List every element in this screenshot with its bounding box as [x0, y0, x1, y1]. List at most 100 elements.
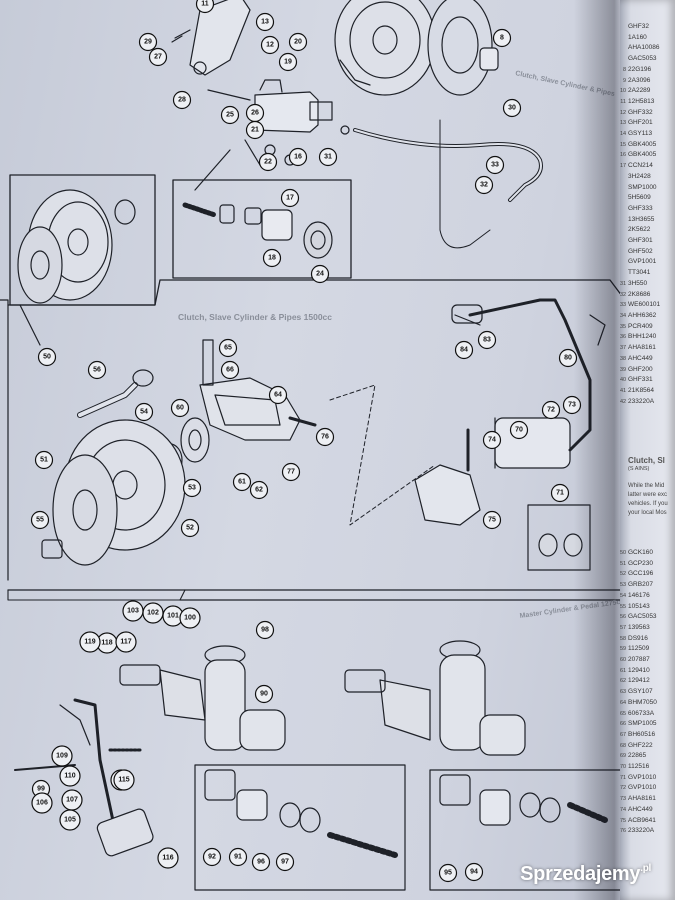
side-text-line: vehicles. If you	[628, 501, 668, 507]
part-code: GVP1010	[628, 784, 657, 792]
callout-circle	[245, 120, 265, 140]
callout-circle	[59, 765, 81, 787]
callout-circle	[37, 347, 57, 367]
callout-circle	[138, 32, 158, 52]
callout-circle	[179, 607, 201, 629]
callout-number: 109	[56, 753, 68, 760]
part-code: GVP1001	[628, 258, 657, 266]
callout-number: 115	[118, 777, 129, 784]
callout-number: 53	[188, 485, 196, 492]
callout-circle	[464, 862, 484, 882]
part-code: AHA8161	[628, 795, 656, 803]
callout-number: 30	[508, 105, 516, 112]
row-index	[620, 247, 626, 258]
part-code: GSY113	[628, 130, 653, 138]
row-index: 59	[620, 646, 627, 653]
part-code: GHF32	[628, 23, 649, 30]
row-index	[620, 257, 626, 268]
row-index: 64	[620, 699, 627, 706]
callout-circle	[79, 631, 101, 653]
row-index	[620, 183, 626, 194]
row-index: 13	[620, 120, 627, 127]
part-code: 139563	[628, 623, 650, 631]
row-index: 52	[620, 571, 627, 578]
callout-number: 117	[120, 639, 131, 646]
row-index: 57	[620, 624, 627, 631]
callout-number: 19	[284, 59, 292, 66]
callout-circle	[180, 518, 200, 538]
callout-number: 33	[491, 162, 499, 169]
callout-number: 73	[568, 402, 576, 409]
row-index: 55	[620, 603, 627, 610]
part-code: GAC5053	[628, 613, 657, 621]
callout-circle	[220, 105, 240, 125]
row-index	[620, 225, 626, 236]
callout-number: 60	[176, 405, 184, 412]
callout-number: 18	[268, 255, 276, 262]
callout-number: 27	[154, 54, 162, 61]
row-index: 34	[620, 312, 627, 319]
callout-number: 65	[224, 345, 232, 352]
callout-circle	[318, 147, 338, 167]
callout-circle	[51, 745, 73, 767]
row-index: 75	[620, 817, 627, 824]
callout-number: 76	[321, 434, 329, 441]
callout-circle	[315, 427, 335, 447]
row-index	[620, 172, 626, 183]
side-text-line: While the Mid	[628, 483, 665, 489]
callout-number: 84	[460, 347, 468, 354]
row-index: 51	[620, 560, 627, 567]
part-code: 3H2428	[628, 172, 651, 180]
side-text-line: latter were exc	[628, 492, 668, 498]
row-index: 66	[620, 721, 627, 728]
callout-circle	[268, 385, 288, 405]
callout-circle	[438, 863, 458, 883]
callout-number: 80	[564, 355, 572, 362]
part-code: 112516	[628, 763, 650, 771]
row-index: 10	[620, 88, 627, 95]
callout-circle	[509, 420, 529, 440]
row-index: 67	[620, 731, 627, 738]
callout-number: 21	[251, 127, 259, 134]
callout-circle	[281, 462, 301, 482]
part-code: PCR409	[628, 322, 653, 330]
callout-number: 29	[144, 39, 152, 46]
row-index	[620, 193, 626, 204]
callout-number: 103	[127, 608, 139, 615]
part-code: AHA8161	[628, 344, 656, 352]
row-index: 61	[620, 667, 627, 674]
row-index: 54	[620, 592, 627, 599]
part-code: GHF201	[628, 119, 653, 127]
callout-circle	[260, 35, 280, 55]
callout-circle	[485, 155, 505, 175]
callout-circle	[482, 430, 502, 450]
part-code: GSY107	[628, 688, 653, 696]
part-code: AHA10086	[628, 44, 660, 52]
part-code: GRB207	[628, 581, 653, 589]
part-code: GVP1010	[628, 773, 657, 781]
callout-circle	[562, 395, 582, 415]
callout-number: 55	[36, 517, 44, 524]
callout-circle	[474, 175, 494, 195]
part-code: WE600101	[628, 301, 661, 309]
callout-circle	[255, 12, 275, 32]
side-text: While the Mid latter were exc vehicles. If…	[628, 482, 668, 518]
part-code: GHF332	[628, 108, 653, 116]
part-code: 13H3655	[628, 215, 655, 223]
part-code: 146176	[628, 591, 650, 599]
callout-number: 51	[40, 457, 48, 464]
callout-circle	[502, 98, 522, 118]
callout-circle	[262, 248, 282, 268]
part-code: GHF222	[628, 741, 653, 749]
callout-circle	[278, 52, 298, 72]
callout-number: 96	[257, 859, 265, 866]
side-sub: (S AINS)	[628, 466, 650, 472]
callout-number: 13	[261, 19, 269, 26]
row-index: 12	[620, 109, 627, 116]
callout-number: 95	[444, 870, 452, 877]
part-code: 1A160	[628, 33, 647, 41]
part-code: 129410	[628, 666, 650, 674]
callout-number: 66	[226, 367, 234, 374]
